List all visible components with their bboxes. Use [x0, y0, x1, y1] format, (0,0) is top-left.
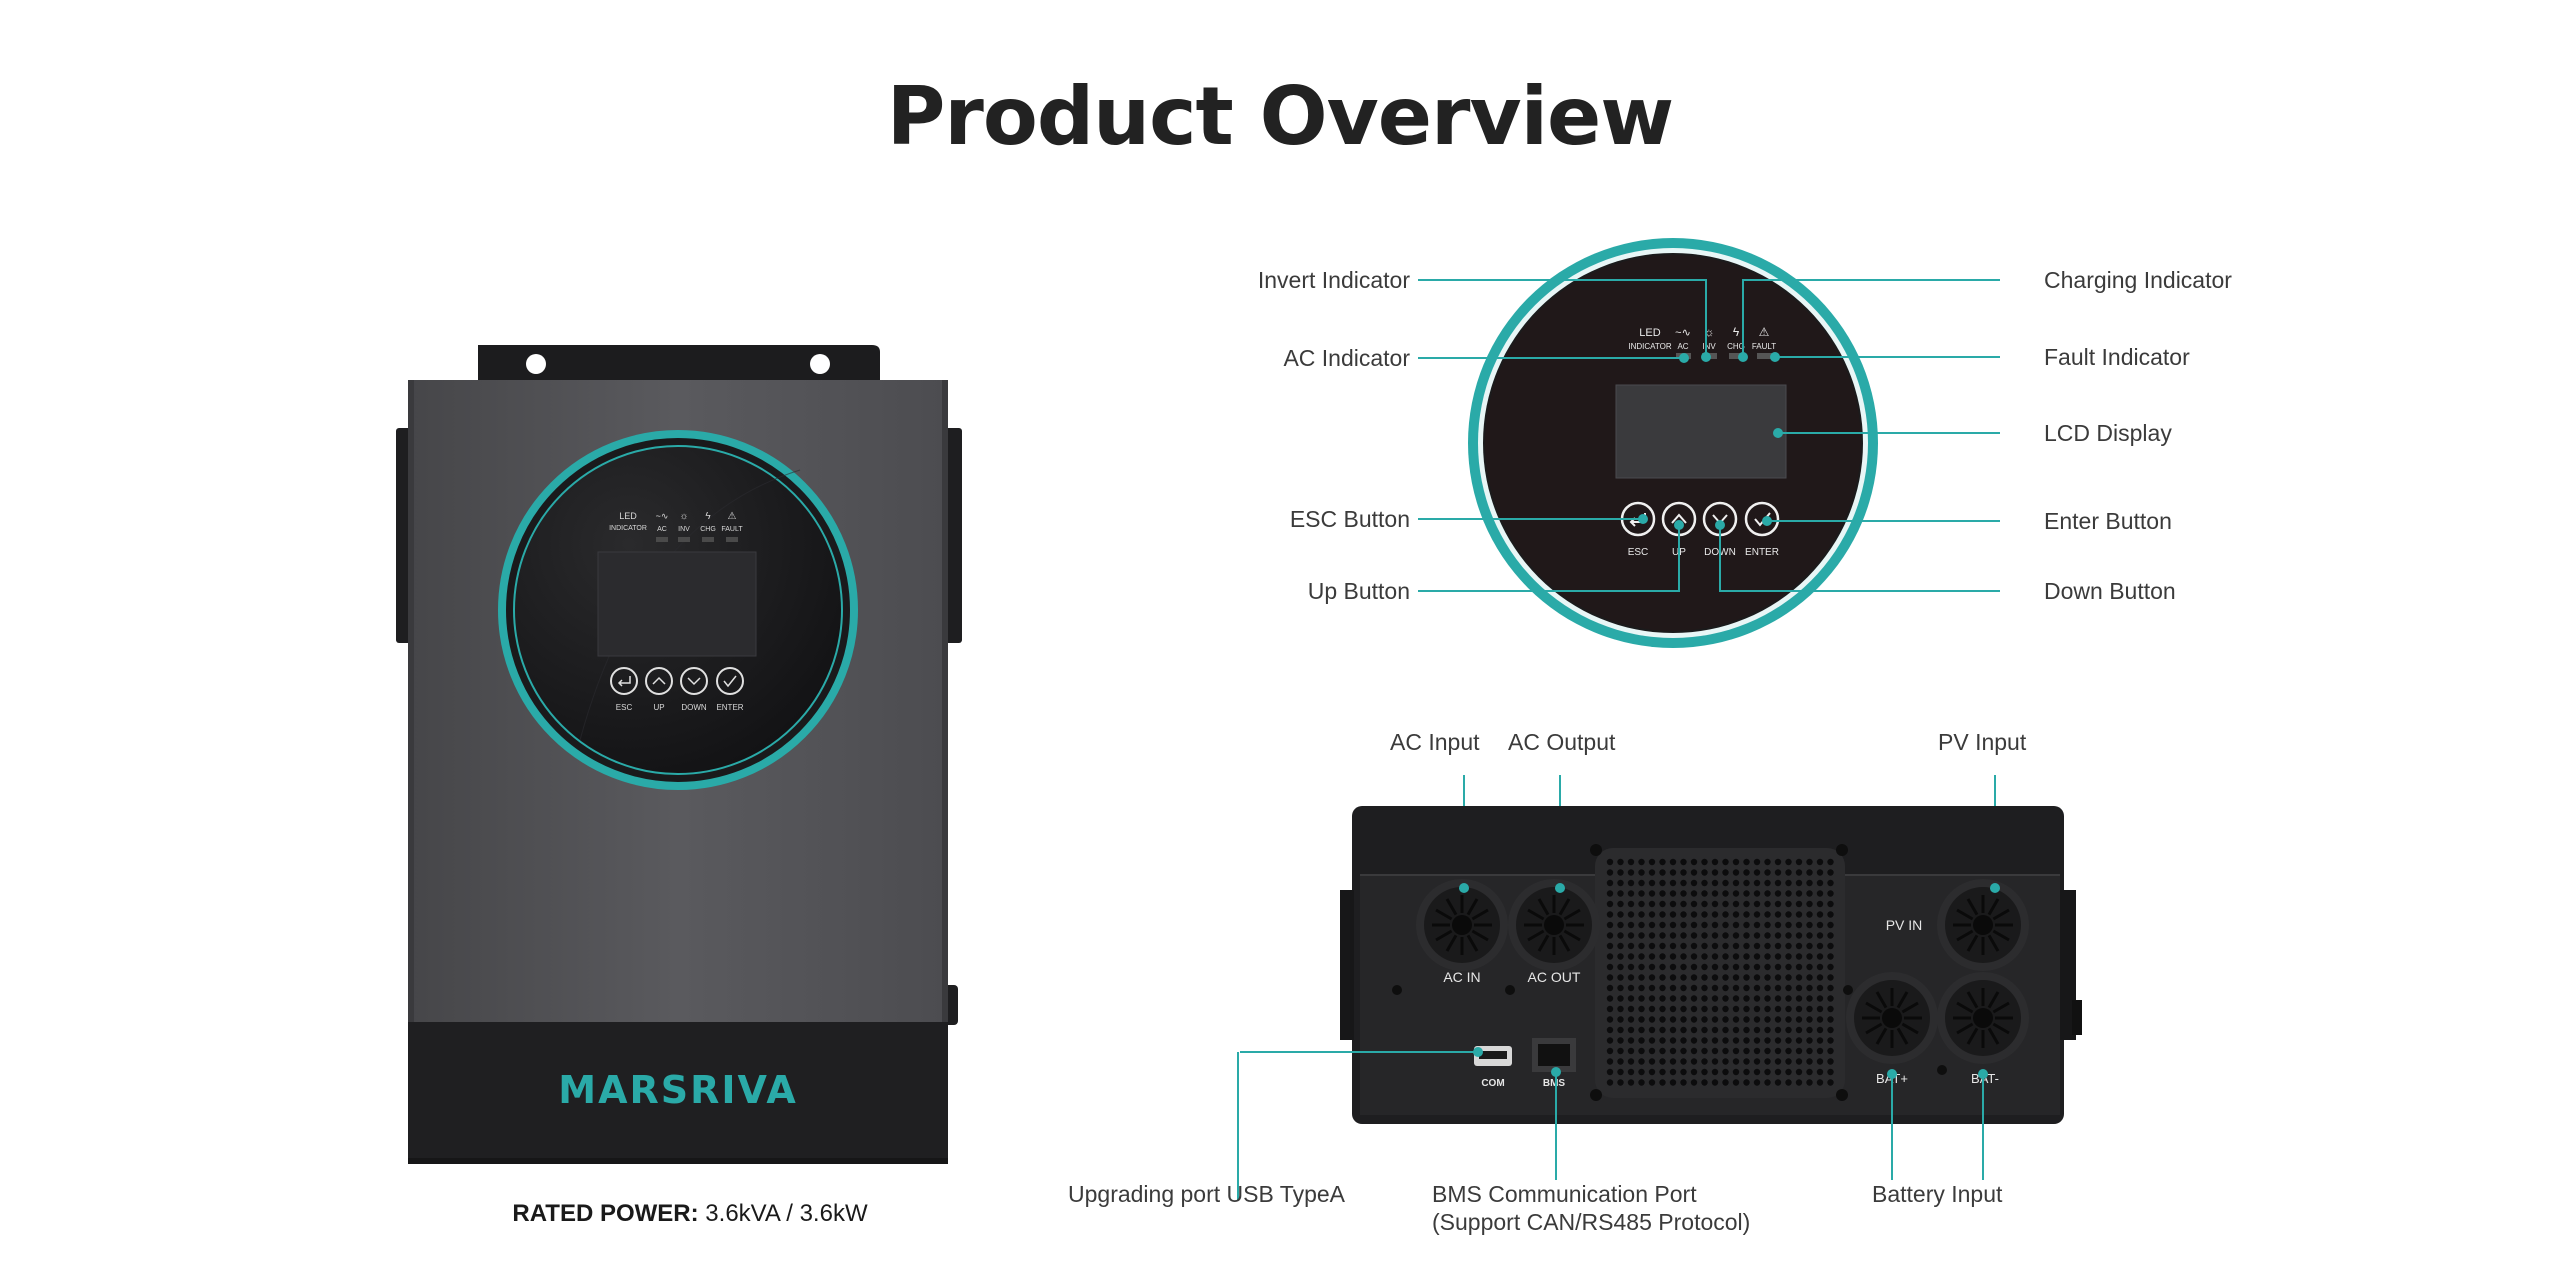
fan-vent-grille [1595, 848, 1845, 1098]
usb-leader-extension [1237, 1052, 1239, 1200]
front-esc-button[interactable] [610, 667, 638, 695]
control-panel-closeup: LED INDICATOR ~∿ ☼ ϟ ⚠ AC INV CHG FAULT … [1418, 238, 2000, 648]
zoom-indicator-label: FAULT [1752, 342, 1776, 351]
front-chevron-up-icon [652, 676, 666, 685]
port-label-com: COM [1481, 1078, 1504, 1089]
front-enter-button[interactable] [716, 667, 744, 695]
front-indicator-label: CHG [700, 526, 716, 533]
zoom-enter-button[interactable] [1744, 501, 1780, 537]
callout-esc-button: ESC Button [1289, 506, 1410, 532]
rated-power-label: RATED POWER: [512, 1200, 699, 1227]
front-return-icon [617, 676, 631, 687]
bat-plus-port [1846, 972, 1938, 1064]
callout-charging-indicator: Charging Indicator [2044, 267, 2232, 293]
port-label-bms: BMS [1543, 1078, 1566, 1089]
zoom-chg-led [1729, 353, 1744, 359]
zoom-led-label: LED [1639, 327, 1660, 339]
front-down-button[interactable] [680, 667, 708, 695]
callout-enter-button: Enter Button [2044, 508, 2172, 534]
zoom-button-label: ESC [1628, 547, 1649, 558]
zoom-inv-symbol-icon: ☼ [1704, 325, 1715, 339]
callout-pv-input: PV Input [1938, 729, 2027, 755]
callout-bms-port-line2: (Support CAN/RS485 Protocol) [1432, 1209, 1751, 1235]
callout-up-button: Up Button [1307, 578, 1410, 604]
front-button-label: UP [653, 703, 664, 712]
leader-lines-top [1418, 279, 2000, 592]
zoom-lcd-display [1615, 384, 1787, 479]
callout-down-button: Down Button [2044, 578, 2176, 604]
port-label-pv-in: PV IN [1886, 917, 1923, 933]
front-led-label: INDICATOR [609, 525, 647, 532]
brand-logo: MARSRIVA [558, 1068, 798, 1112]
front-indicator-label: FAULT [721, 526, 743, 533]
callout-bms-port: BMS Communication Port (Support CAN/RS48… [1432, 1180, 1750, 1236]
port-label-ac-out: AC OUT [1528, 969, 1581, 985]
zoom-indicator-label: INV [1702, 342, 1716, 351]
zoom-indicator-label: CHG [1727, 342, 1745, 351]
zoom-chevron-up-icon [1671, 513, 1687, 524]
front-button-label: DOWN [681, 703, 707, 712]
front-indicator-label: INV [678, 526, 690, 533]
front-up-button[interactable] [645, 667, 673, 695]
front-indicator-label: AC [657, 526, 667, 533]
front-button-label: ESC [616, 703, 633, 712]
zoom-indicator-label: AC [1677, 342, 1688, 351]
ac-out-port [1508, 879, 1600, 971]
pv-in-port [1937, 879, 2029, 971]
rated-power: RATED POWER: 3.6kVA / 3.6kW [410, 1200, 970, 1228]
front-button-label: ENTER [716, 703, 743, 712]
front-led-label: LED [619, 511, 637, 521]
port-label-ac-in: AC IN [1443, 969, 1480, 985]
front-inv-symbol-icon: ☼ [679, 511, 688, 522]
zoom-fault-led [1757, 353, 1772, 359]
inverter-bottom-view: AC IN AC OUT PV IN BAT+ BAT- COM BMS [1240, 775, 2082, 1180]
callout-ac-output: AC Output [1508, 729, 1616, 755]
zoom-chg-symbol-icon: ϟ [1733, 325, 1740, 339]
callout-battery-input: Battery Input [1872, 1181, 2003, 1207]
front-ac-symbol-icon: ~∿ [656, 511, 669, 521]
callout-invert-indicator: Invert Indicator [1257, 267, 1410, 293]
front-fault-symbol-icon: ⚠ [728, 511, 737, 522]
zoom-fault-symbol-icon: ⚠ [1759, 325, 1770, 339]
zoom-button-label: ENTER [1745, 547, 1779, 558]
rated-power-value: 3.6kVA / 3.6kW [705, 1200, 868, 1227]
callout-bms-port-line1: BMS Communication Port [1432, 1181, 1697, 1207]
front-chevron-down-icon [687, 677, 701, 686]
page-title: Product Overview [886, 70, 1674, 163]
zoom-ac-symbol-icon: ~∿ [1675, 327, 1691, 339]
callout-fault-indicator: Fault Indicator [2044, 344, 2190, 370]
front-check-icon [723, 675, 737, 688]
ac-in-port [1416, 879, 1508, 971]
inverter-front-view: LED INDICATOR ~∿ ☼ ϟ ⚠ AC INV CHG FAULT … [396, 345, 962, 1164]
front-chg-symbol-icon: ϟ [705, 511, 711, 522]
zoom-led-label: INDICATOR [1628, 342, 1671, 351]
front-lcd-display [597, 551, 757, 657]
callout-ac-indicator: AC Indicator [1283, 345, 1410, 371]
callout-usb-port: Upgrading port USB TypeA [1068, 1181, 1346, 1207]
bat-minus-port [1937, 972, 2029, 1064]
callout-lcd-display: LCD Display [2044, 420, 2172, 446]
callout-ac-input: AC Input [1390, 729, 1480, 755]
